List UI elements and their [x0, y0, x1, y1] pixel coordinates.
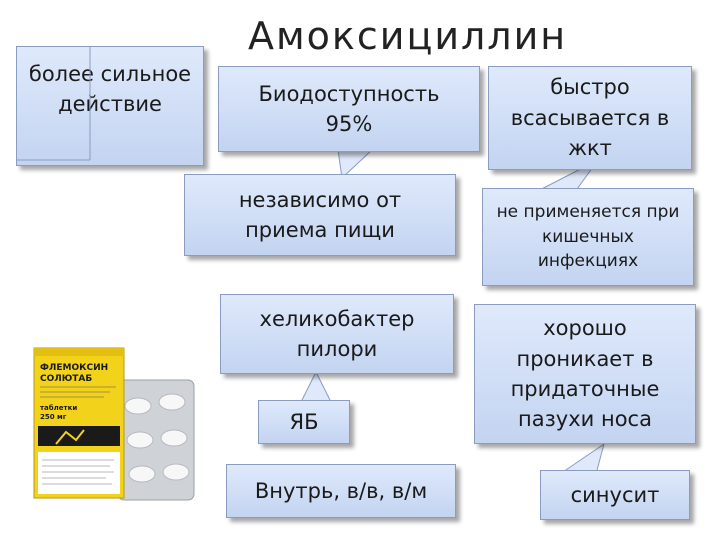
- box-food-independent-text: независимо от приема пищи: [238, 187, 402, 242]
- box-fast-absorption-text: быстро всасывается в жкт: [510, 75, 670, 161]
- box-intestinal-infections: не применяется при кишечных инфекциях: [482, 188, 694, 286]
- box-helicobacter-text: хеликобактер пилори: [259, 306, 415, 361]
- package-label: [38, 452, 120, 494]
- box-sinus-penetration-text: хорошо проникает в придаточные пазухи но…: [510, 316, 660, 432]
- box-food-independent: независимо от приема пищи: [184, 174, 456, 256]
- page-title: Амоксициллин: [248, 14, 568, 58]
- box-stronger-action-text: более сильное действие: [28, 62, 192, 117]
- box-ulcer: ЯБ: [258, 400, 350, 444]
- box-sinus-penetration: хорошо проникает в придаточные пазухи но…: [474, 304, 696, 444]
- tablet-6: [162, 463, 190, 481]
- box-administration-routes: Внутрь, в/в, в/м: [226, 464, 456, 518]
- package-dose: 250 мг: [40, 413, 67, 421]
- tablet-5: [128, 465, 156, 483]
- drug-package-drawing: ФЛЕМОКСИН СОЛЮТАБ таблетки 250 мг: [26, 340, 198, 512]
- box-fast-absorption: быстро всасывается в жкт: [488, 66, 692, 170]
- box-intestinal-infections-text: не применяется при кишечных инфекциях: [496, 202, 680, 272]
- box-ulcer-text: ЯБ: [289, 409, 319, 434]
- box-stronger-action: более сильное действие: [16, 46, 204, 166]
- box-sinusitis: синусит: [540, 470, 690, 520]
- drug-package-image: ФЛЕМОКСИН СОЛЮТАБ таблетки 250 мг: [26, 340, 198, 512]
- tablet-3: [126, 431, 154, 449]
- package-brand-line-2: СОЛЮТАБ: [40, 374, 92, 384]
- box-sinusitis-text: синусит: [570, 482, 660, 507]
- tablet-4: [160, 429, 188, 447]
- box-helicobacter: хеликобактер пилори: [220, 294, 454, 374]
- tablet-2: [158, 393, 186, 411]
- package-form: таблетки: [40, 404, 77, 412]
- package-brand-line-1: ФЛЕМОКСИН: [40, 363, 108, 373]
- box-administration-routes-text: Внутрь, в/в, в/м: [254, 478, 428, 503]
- box-bioavailability: Биодоступность 95%: [218, 66, 480, 152]
- tablet-1: [124, 397, 152, 415]
- box-bioavailability-text: Биодоступность 95%: [258, 81, 440, 136]
